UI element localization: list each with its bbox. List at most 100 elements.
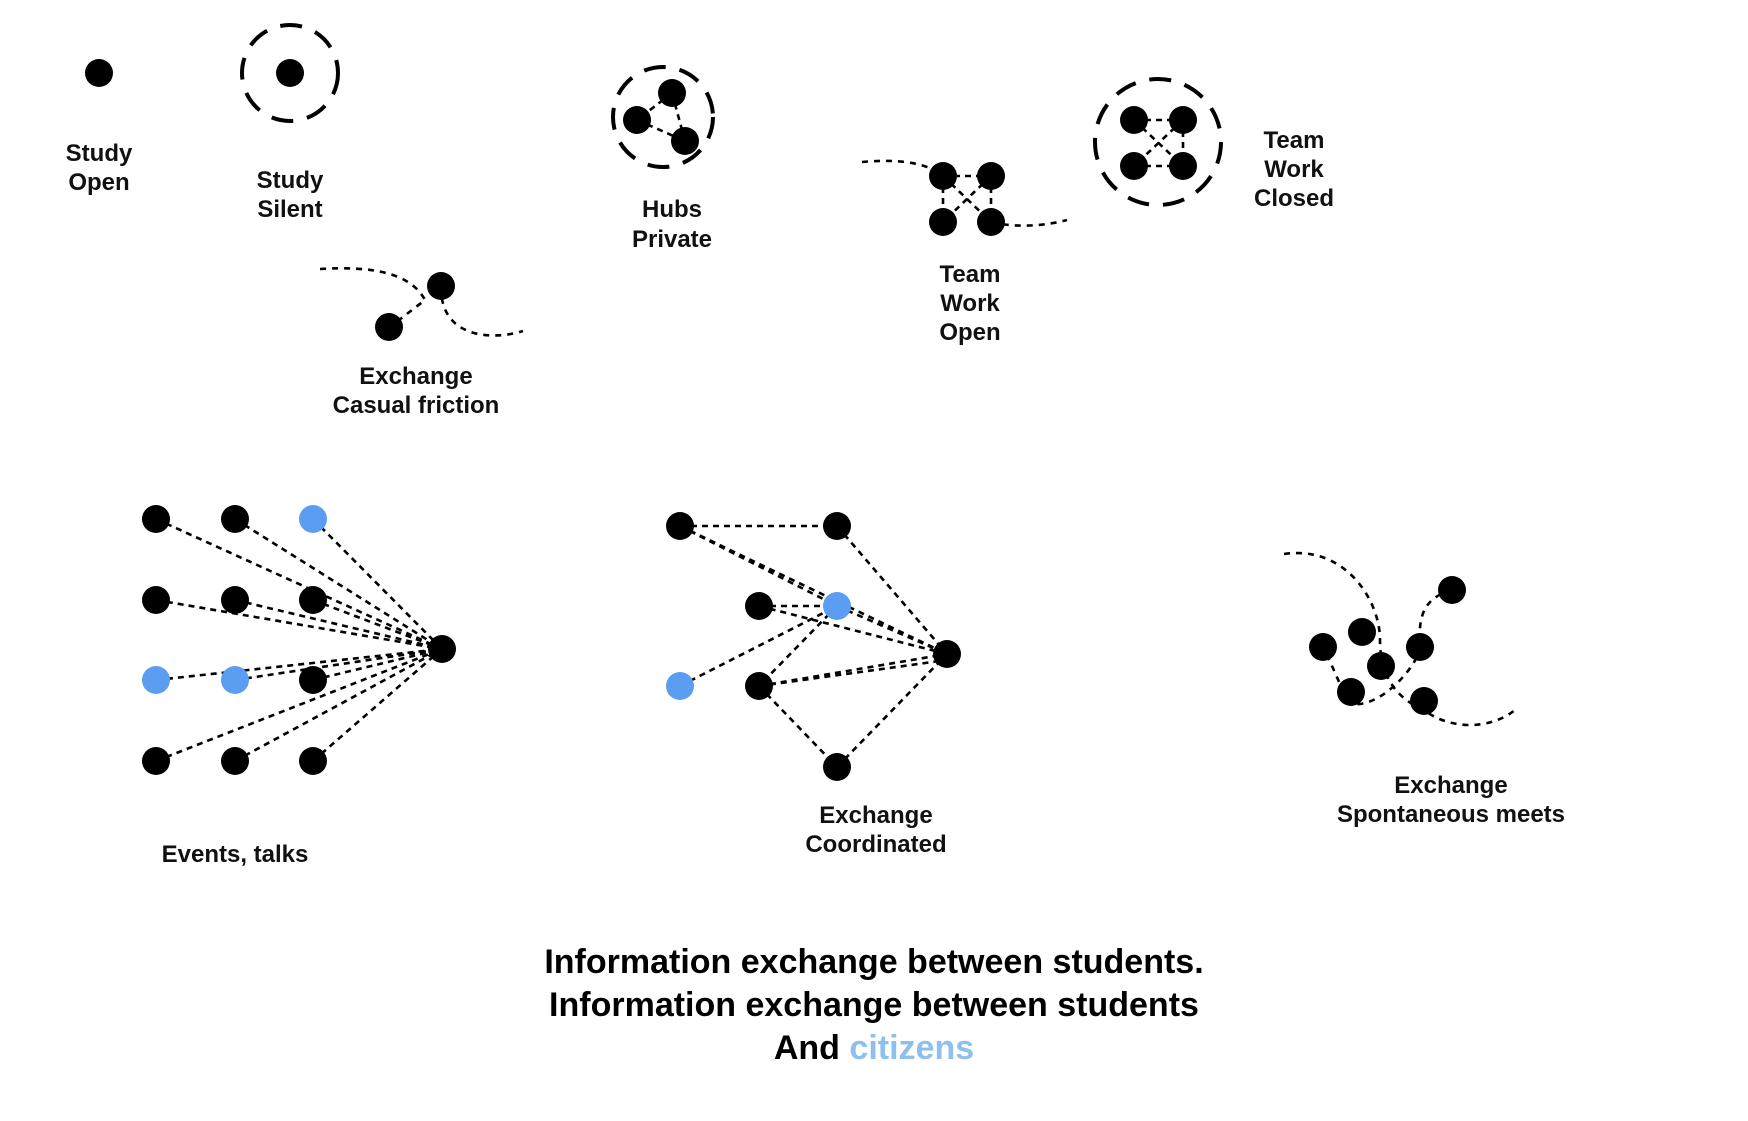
hub-node (933, 640, 961, 668)
caption-line-1: Information exchange between students. (544, 943, 1203, 981)
link (155, 647, 443, 682)
link (836, 653, 948, 768)
boundary-ring (611, 65, 715, 169)
label-study-silent-1: Study (257, 167, 324, 194)
link (758, 658, 948, 688)
study-open-group: Study Open (66, 59, 133, 196)
node (299, 666, 327, 694)
node (1438, 576, 1466, 604)
node (85, 59, 113, 87)
exchange-coordinated-group: Exchange Coordinated (666, 512, 961, 858)
hubs-private-group: Hubs Private (611, 65, 715, 253)
node (427, 272, 455, 300)
node (1120, 152, 1148, 180)
label-study-open-1: Study (66, 140, 133, 167)
label-study-open-2: Open (68, 169, 129, 196)
exchange-spontaneous-group: Exchange Spontaneous meets (1283, 551, 1565, 828)
link (636, 118, 686, 143)
node (142, 505, 170, 533)
citizen-node (142, 666, 170, 694)
flow-curve (861, 159, 944, 178)
node (977, 208, 1005, 236)
node (142, 586, 170, 614)
label-team-work-closed-3: Closed (1254, 185, 1334, 212)
label-exchange-spontaneous-1: Exchange (1394, 772, 1507, 799)
link (758, 604, 948, 656)
citizen-node (666, 672, 694, 700)
node (977, 162, 1005, 190)
link (234, 598, 443, 651)
study-silent-group: Study Silent (240, 23, 340, 223)
team-work-open-group: Team Work Open (861, 159, 1068, 346)
node (1406, 633, 1434, 661)
flow-curve (439, 285, 524, 337)
node (299, 586, 327, 614)
link (234, 517, 443, 651)
label-exchange-casual-1: Exchange (359, 363, 472, 390)
label-team-work-closed-2: Work (1264, 156, 1324, 183)
boundary-ring (240, 23, 340, 123)
link (679, 524, 838, 608)
link (758, 685, 838, 768)
link (670, 92, 687, 142)
team-work-closed-group: Team Work Closed (1093, 77, 1334, 212)
label-team-work-open-3: Open (939, 319, 1000, 346)
node (1348, 618, 1376, 646)
link (758, 605, 838, 687)
link (155, 647, 443, 763)
caption-citizens-highlight: citizens (849, 1029, 974, 1067)
node (221, 747, 249, 775)
node (623, 106, 651, 134)
node (142, 747, 170, 775)
caption-line-2: Information exchange between students (549, 986, 1199, 1024)
label-exchange-spontaneous-2: Spontaneous meets (1337, 801, 1565, 828)
flow-curve (990, 218, 1068, 227)
link (312, 647, 443, 682)
citizen-node (823, 592, 851, 620)
label-exchange-coordinated-1: Exchange (819, 802, 932, 829)
flow-curve (319, 267, 427, 329)
link (155, 517, 443, 651)
events-talks-group: Events, talks (142, 505, 456, 868)
hub-node (428, 635, 456, 663)
link (312, 518, 443, 650)
label-exchange-casual-2: Casual friction (333, 392, 500, 419)
node (929, 162, 957, 190)
label-hubs-private-1: Hubs (642, 196, 702, 223)
exchange-casual-group: Exchange Casual friction (319, 267, 524, 419)
node (1169, 106, 1197, 134)
node (1410, 687, 1438, 715)
caption-line-3-prefix: And (774, 1029, 850, 1067)
caption: Information exchange between students. I… (544, 943, 1203, 1067)
node (745, 592, 773, 620)
node (276, 59, 304, 87)
node (823, 512, 851, 540)
node (221, 505, 249, 533)
link (155, 598, 443, 651)
flow-curve (1283, 551, 1516, 727)
node (1309, 633, 1337, 661)
boundary-ring (1093, 77, 1223, 207)
node (1337, 678, 1365, 706)
label-team-work-open-2: Work (940, 290, 1000, 317)
node (658, 79, 686, 107)
link (312, 598, 443, 651)
link (836, 525, 948, 655)
link (836, 604, 948, 656)
citizen-node (299, 505, 327, 533)
link (679, 604, 838, 688)
node (1169, 152, 1197, 180)
caption-line-3: And citizens (774, 1029, 974, 1067)
node (929, 208, 957, 236)
label-team-work-closed-1: Team (1264, 127, 1325, 154)
node (1120, 106, 1148, 134)
node (745, 672, 773, 700)
label-team-work-open-1: Team (940, 261, 1001, 288)
label-hubs-private-2: Private (632, 226, 712, 253)
citizen-node (221, 666, 249, 694)
node (823, 753, 851, 781)
link (234, 647, 443, 682)
link (758, 652, 948, 688)
node (671, 127, 699, 155)
